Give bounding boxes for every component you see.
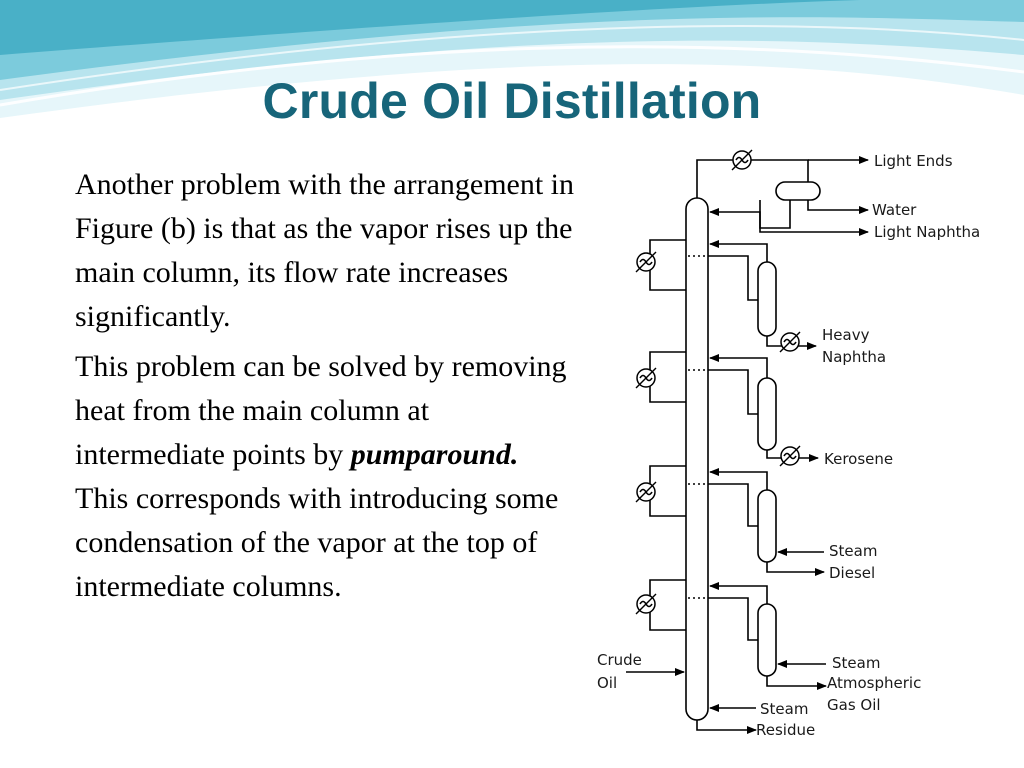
label-atmospheric: Atmospheric <box>827 674 921 692</box>
reflux-drum <box>775 181 821 201</box>
overhead-condenser-icon <box>731 149 753 171</box>
paragraph-2-text-a: This problem can be solved by removing h… <box>75 350 567 471</box>
side-draw-2 <box>708 369 758 415</box>
body-text: Another problem with the arrangement in … <box>75 163 575 615</box>
label-crude: Crude <box>597 651 642 669</box>
label-kerosene: Kerosene <box>824 450 893 468</box>
diesel-product-line <box>766 562 825 576</box>
reflux-line <box>709 200 791 229</box>
distillation-diagram: Light Ends Water Light Naphtha Heavy Nap… <box>597 149 980 739</box>
vapor-return-4 <box>709 582 768 604</box>
label-gas-oil: Gas Oil <box>827 696 881 714</box>
label-water: Water <box>872 201 917 219</box>
label-oil: Oil <box>597 674 617 692</box>
label-steam-ago: Steam <box>832 654 880 672</box>
side-stripper-4 <box>757 603 777 677</box>
paragraph-2-text-b: This corresponds with introducing some c… <box>75 482 559 603</box>
kerosene-product-line <box>766 450 819 462</box>
pumparound-4 <box>635 579 686 631</box>
heavy-naphtha-cooler-icon <box>779 331 801 353</box>
header-wave-decoration <box>0 0 1024 118</box>
side-stripper-1 <box>757 261 777 337</box>
pumparound-term: pumparound. <box>350 438 519 471</box>
ago-product-line <box>766 676 827 690</box>
label-heavy-naphtha-1: Heavy <box>822 326 870 344</box>
vapor-return-1 <box>709 240 768 262</box>
heavy-naphtha-product-line <box>766 336 817 350</box>
label-residue: Residue <box>756 721 815 739</box>
pumparound-2 <box>635 351 686 403</box>
label-steam-bottom: Steam <box>760 700 808 718</box>
side-draw-4 <box>708 597 758 641</box>
main-column <box>685 197 709 721</box>
residue-line <box>696 720 757 734</box>
light-naphtha-line <box>759 200 869 236</box>
slide-title: Crude Oil Distillation <box>262 73 762 129</box>
vapor-return-2 <box>709 354 768 378</box>
label-light-naphtha: Light Naphtha <box>874 223 980 241</box>
label-steam-diesel: Steam <box>829 542 877 560</box>
overhead-vapor-line <box>696 159 809 198</box>
label-light-ends: Light Ends <box>874 152 953 170</box>
pumparound-1 <box>635 239 686 291</box>
vapor-return-3 <box>709 468 768 490</box>
label-diesel: Diesel <box>829 564 875 582</box>
kerosene-cooler-icon <box>779 445 801 467</box>
side-draw-3 <box>708 483 758 527</box>
water-line <box>807 200 869 214</box>
side-stripper-3 <box>757 489 777 563</box>
label-heavy-naphtha-2: Naphtha <box>822 348 886 366</box>
paragraph-1: Another problem with the arrangement in … <box>75 168 575 333</box>
side-draw-1 <box>708 255 758 301</box>
side-stripper-2 <box>757 377 777 451</box>
paragraph-2: This problem can be solved by removing h… <box>75 345 575 609</box>
pumparound-3 <box>635 465 686 517</box>
